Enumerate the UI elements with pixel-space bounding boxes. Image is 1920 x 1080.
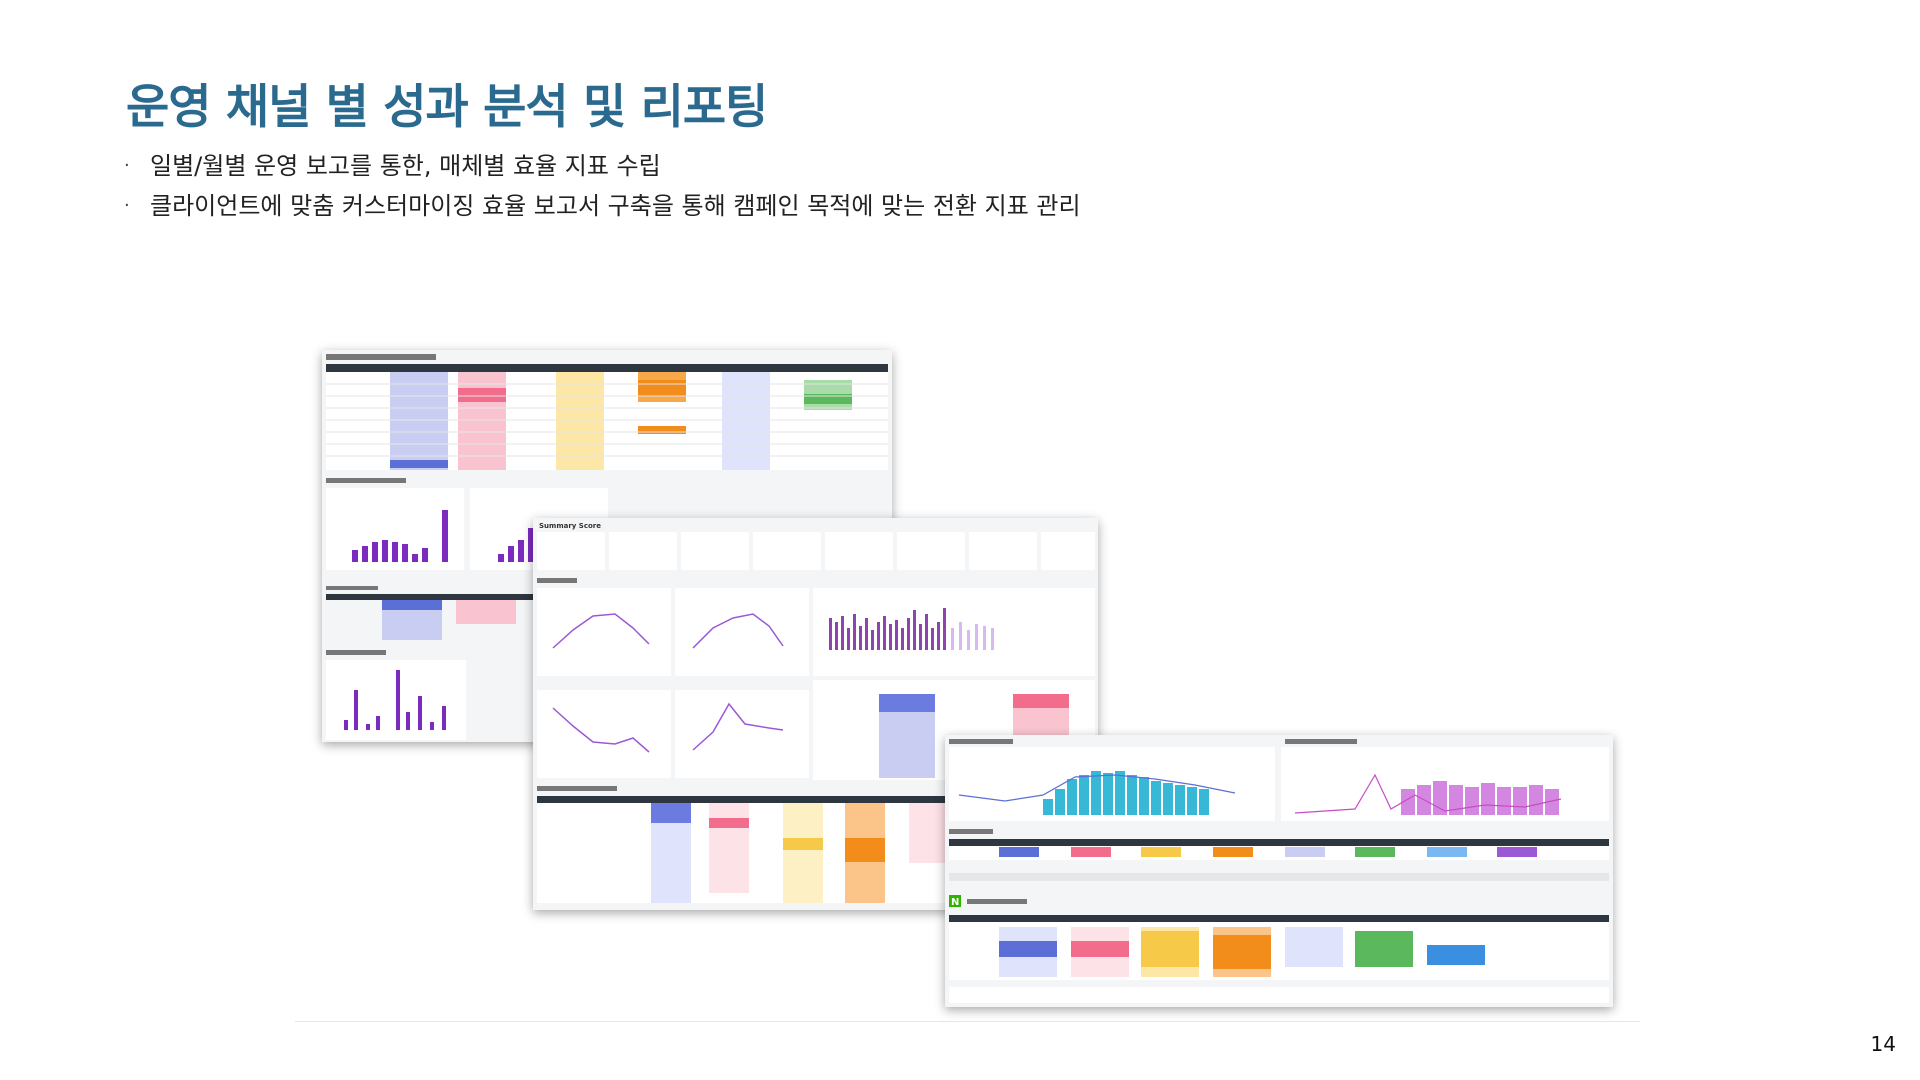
report-screenshot-2: Summary Score [533,518,1098,910]
report-screenshot-3: N [945,735,1613,1007]
slide-title: 운영 채널 별 성과 분석 및 리포팅 [126,80,768,135]
footer-divider [295,1021,1640,1022]
svg-text:N: N [951,897,959,908]
svg-text:Summary Score: Summary Score [539,522,601,530]
bullet-list: ·일별/월별 운영 보고를 통한, 매체별 효율 지표 수립 ·클라이언트에 맞… [124,146,1081,226]
page-number: 14 [1870,1032,1896,1056]
bullet-item: ·일별/월별 운영 보고를 통한, 매체별 효율 지표 수립 [124,152,661,180]
bullet-item: ·클라이언트에 맞춤 커스터마이징 효율 보고서 구축을 통해 캠페인 목적에 … [124,192,1081,220]
